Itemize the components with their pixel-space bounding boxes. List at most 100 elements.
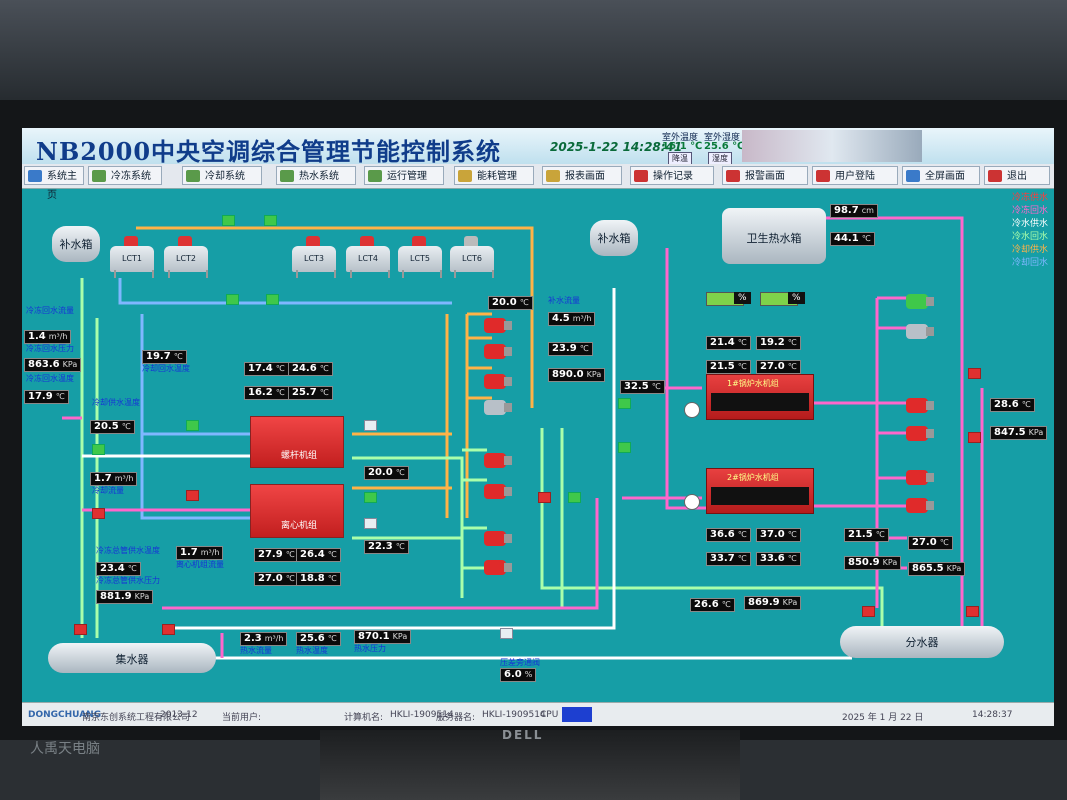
status-time: 14:28:37 <box>972 710 1013 720</box>
nav-hotwater[interactable]: 热水系统 <box>276 166 356 185</box>
valve[interactable] <box>222 215 235 226</box>
valve-red[interactable] <box>966 606 979 617</box>
screw-chiller[interactable]: 螺杆机组 <box>250 416 344 468</box>
valve-red[interactable] <box>968 368 981 379</box>
label: 冷冻回水温度 <box>26 374 74 383</box>
valve-red[interactable] <box>538 492 551 503</box>
boiler-unit-2[interactable]: 2#锅炉水机组 <box>706 468 814 514</box>
hot-pump-4[interactable] <box>906 426 934 441</box>
valve[interactable] <box>226 294 239 305</box>
warning-icon <box>726 170 740 182</box>
nav-home[interactable]: 系统主页 <box>24 166 84 201</box>
hot-pump-5[interactable] <box>906 470 934 485</box>
legend-chilled-return: 冷冻回水 <box>1012 206 1049 216</box>
percent-label-2: % <box>788 292 805 304</box>
valve-off[interactable] <box>364 518 377 529</box>
valve[interactable] <box>618 398 631 409</box>
wet-temp-button[interactable]: 湿度 <box>708 152 732 165</box>
chilled-pump-3[interactable] <box>484 531 512 546</box>
centrifugal-chiller[interactable]: 离心机组 <box>250 484 344 538</box>
nav-operation[interactable]: 运行管理 <box>364 166 444 185</box>
cooling-tower-4[interactable]: LCT4 <box>346 236 390 278</box>
nav-oplog[interactable]: 操作记录 <box>630 166 714 185</box>
nav-exit[interactable]: 退出 <box>984 166 1050 185</box>
warning-icon <box>634 170 648 182</box>
status-user-label: 当前用户: <box>222 713 262 723</box>
cooling-pump-3[interactable] <box>484 374 512 389</box>
status-host-label: 计算机名: <box>344 713 384 723</box>
reading-b1-a: 21.4℃ <box>706 336 751 350</box>
reading-t4: 20.0℃ <box>364 466 409 480</box>
hot-pump-1[interactable] <box>906 294 934 309</box>
cooling-tower-3[interactable]: LCT3 <box>292 236 336 278</box>
nav-report[interactable]: 报表画面 <box>542 166 622 185</box>
reading-b1-c: 21.5℃ <box>706 360 751 374</box>
reading-right-temp: 28.6℃ <box>990 398 1035 412</box>
label: 冷冻回水压力 <box>26 344 74 353</box>
valve[interactable] <box>92 444 105 455</box>
valve-red[interactable] <box>74 624 87 635</box>
power-icon <box>988 170 1002 182</box>
valve-red[interactable] <box>162 624 175 635</box>
cooling-pump-4[interactable] <box>484 400 512 415</box>
makeup-tank-2: 补水箱 <box>590 220 638 256</box>
valve[interactable] <box>266 294 279 305</box>
chilled-pump-1[interactable] <box>484 453 512 468</box>
report-icon <box>546 170 560 182</box>
hot-pump-3[interactable] <box>906 398 934 413</box>
reading-hw-temp: 32.5℃ <box>620 380 665 394</box>
valve[interactable] <box>568 492 581 503</box>
nav-fullscreen[interactable]: 全屏画面 <box>902 166 980 185</box>
monitor-icon <box>28 170 42 182</box>
chilled-pump-4[interactable] <box>484 560 512 575</box>
cooling-pump-2[interactable] <box>484 344 512 359</box>
hot-pump-6[interactable] <box>906 498 934 513</box>
reading-supply-temp: 23.4℃ <box>96 562 141 576</box>
status-company: 南京东创系统工程有限公司 <box>82 713 191 723</box>
fan-icon <box>684 494 700 510</box>
nav-energy[interactable]: 能耗管理 <box>454 166 534 185</box>
reading-bottom-temp: 26.6℃ <box>690 598 735 612</box>
watermark-logo: 人禹天电脑 <box>30 741 100 757</box>
nav-cooling[interactable]: 冷却系统 <box>182 166 262 185</box>
bypass-valve[interactable] <box>500 628 513 639</box>
monitor-stand <box>320 730 740 800</box>
cooling-tower-5[interactable]: LCT5 <box>398 236 442 278</box>
chilled-pump-2[interactable] <box>484 484 512 499</box>
cycle-icon <box>280 170 294 182</box>
cooling-tower-2[interactable]: LCT2 <box>164 236 208 278</box>
cycle-icon <box>186 170 200 182</box>
cooling-pump-1[interactable] <box>484 318 512 333</box>
nav-alarm[interactable]: 报警画面 <box>722 166 808 185</box>
valve[interactable] <box>186 420 199 431</box>
app-title: NB2000中央空调综合管理节能控制系统 <box>36 137 502 166</box>
nav-chilled[interactable]: 冷冻系统 <box>88 166 162 185</box>
valve-red[interactable] <box>862 606 875 617</box>
cooling-tower-6[interactable]: LCT6 <box>450 236 494 278</box>
valve-red[interactable] <box>92 508 105 519</box>
status-host: HKLI-1909514 <box>390 710 454 720</box>
valve-red[interactable] <box>186 490 199 501</box>
valve[interactable] <box>364 492 377 503</box>
boiler-unit-1[interactable]: 1#锅炉水机组 <box>706 374 814 420</box>
valve-off[interactable] <box>364 420 377 431</box>
hot-pump-2[interactable] <box>906 324 934 339</box>
valve-red[interactable] <box>968 432 981 443</box>
header-banner-image <box>742 130 922 162</box>
nav-login[interactable]: 用户登陆 <box>812 166 898 185</box>
valve[interactable] <box>618 442 631 453</box>
reading-dist-temp-2: 27.0℃ <box>908 536 953 550</box>
reading-top-temp: 20.0℃ <box>488 296 533 310</box>
status-year: 2013-12 <box>160 710 198 720</box>
monitor-brand-logo: DELL <box>502 728 544 742</box>
cooling-tower-1[interactable]: LCT1 <box>110 236 154 278</box>
valve[interactable] <box>264 215 277 226</box>
reading-c2-b: 26.4℃ <box>296 548 341 562</box>
